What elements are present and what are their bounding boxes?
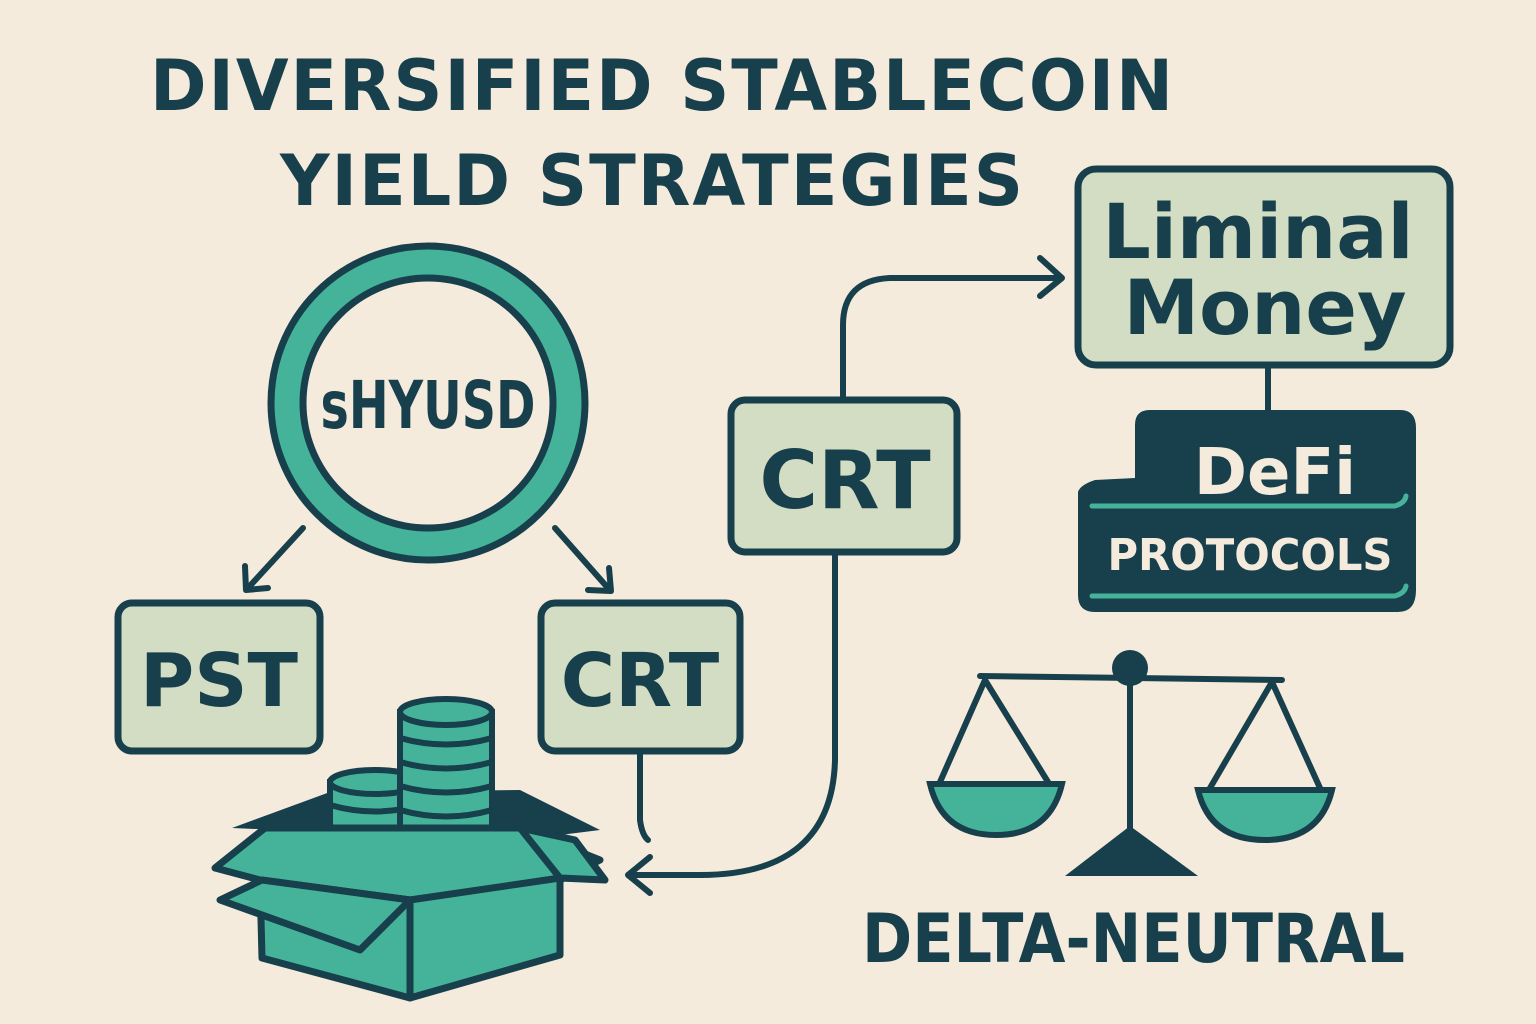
pst-box: PST bbox=[114, 599, 324, 755]
defi-line-2: PROTOCOLS bbox=[1108, 530, 1393, 581]
arrow-to-box bbox=[625, 552, 838, 896]
title-line-2: YIELD STRATEGIES bbox=[279, 140, 1025, 222]
arrow-to-liminal bbox=[840, 255, 1065, 403]
shyusd-token: sHYUSD bbox=[267, 242, 589, 564]
liminal-line-2: Money bbox=[1123, 263, 1406, 352]
arrow-to-pst bbox=[242, 525, 306, 593]
token-label: sHYUSD bbox=[321, 367, 536, 444]
crt-box-middle: CRT bbox=[727, 396, 961, 556]
liminal-money-box: Liminal Money bbox=[1074, 165, 1454, 369]
crt-box-left: CRT bbox=[537, 599, 744, 755]
crt-middle-label: CRT bbox=[759, 434, 931, 527]
title-line-1: DIVERSIFIED STABLECOIN bbox=[150, 45, 1175, 127]
crt-to-box-line bbox=[637, 749, 651, 843]
defi-line-1: DeFi bbox=[1194, 436, 1356, 510]
liminal-line-1: Liminal bbox=[1102, 187, 1413, 276]
delta-neutral-label: DELTA-NEUTRAL bbox=[862, 900, 1405, 979]
defi-protocols-block: DeFi PROTOCOLS bbox=[1078, 410, 1416, 612]
coin-box-icon bbox=[211, 696, 609, 1002]
balance-scale-icon bbox=[926, 650, 1336, 876]
pst-label: PST bbox=[140, 638, 299, 724]
crt-left-label: CRT bbox=[561, 638, 720, 724]
arrow-to-crt bbox=[552, 525, 614, 594]
